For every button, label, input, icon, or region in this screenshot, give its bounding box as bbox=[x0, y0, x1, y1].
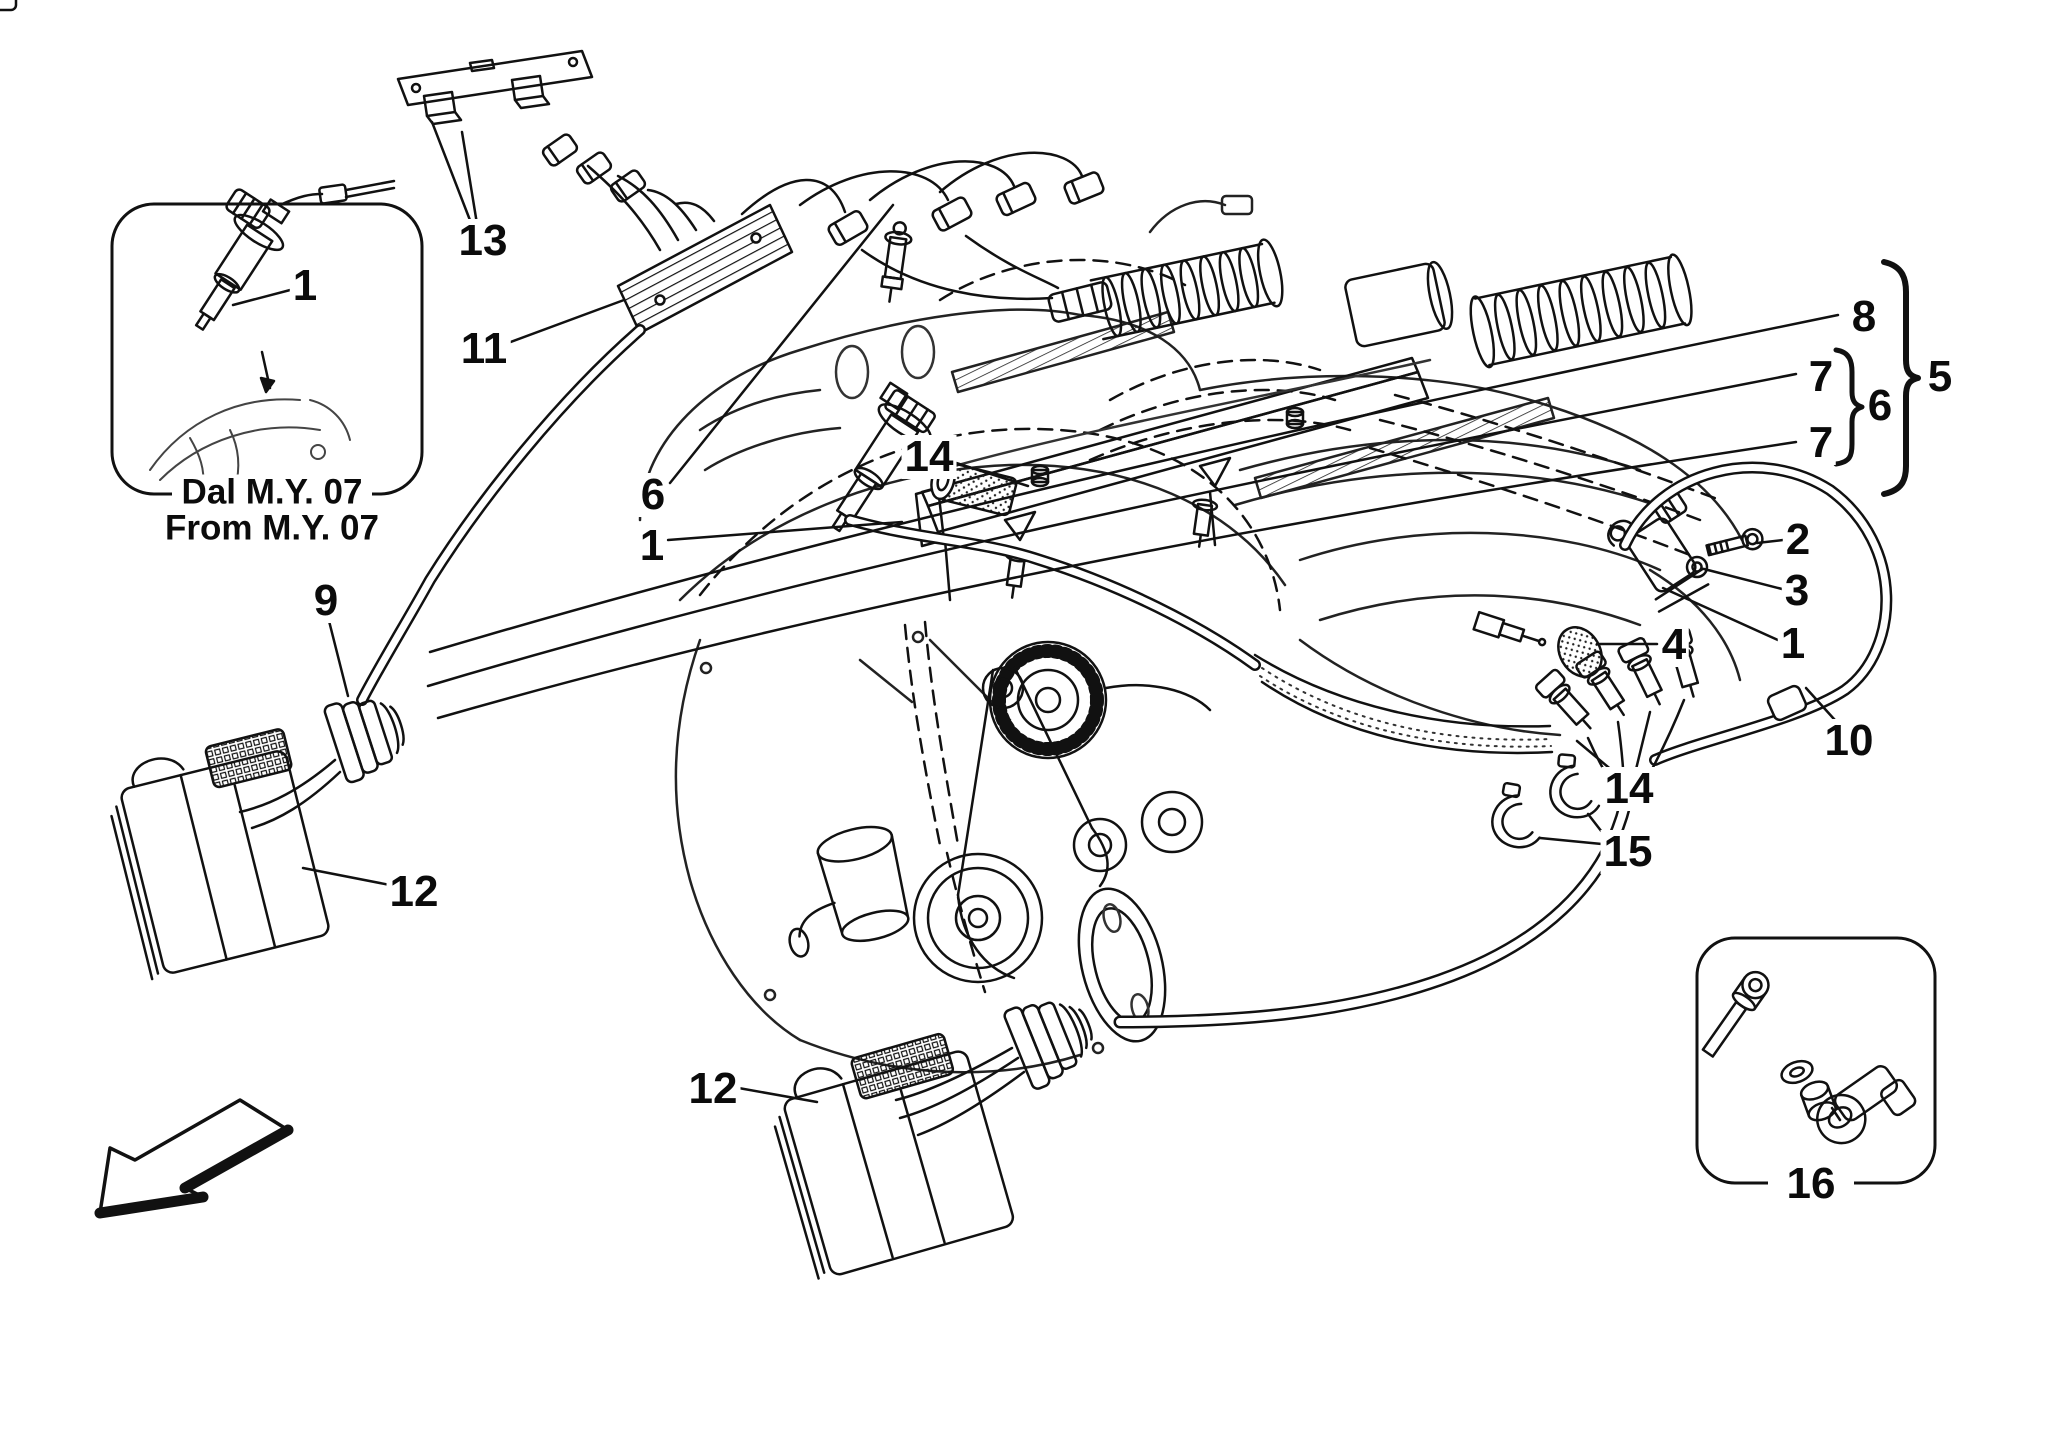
callout-10: 10 bbox=[1821, 719, 1877, 763]
stippled-sheath-band bbox=[1253, 653, 1554, 755]
callout-14-center: 14 bbox=[901, 435, 957, 479]
direction-arrow bbox=[94, 1098, 294, 1219]
ignition-wires bbox=[0, 0, 1113, 323]
wire-clip-a bbox=[1491, 781, 1541, 849]
callout-7-upper: 7 bbox=[1805, 355, 1837, 399]
spark-plug bbox=[1472, 610, 1547, 647]
grommet-left-wires bbox=[238, 758, 342, 830]
water-outlet bbox=[788, 825, 910, 958]
callout-5: 5 bbox=[1924, 355, 1956, 399]
grommet-bottom bbox=[1003, 1001, 1093, 1090]
alternator bbox=[981, 640, 1212, 760]
callout-7-lower: 7 bbox=[1805, 421, 1837, 465]
callout-15: 15 bbox=[1600, 830, 1656, 874]
hidden-harness-dashes bbox=[698, 258, 1722, 994]
callout-3: 3 bbox=[1781, 569, 1813, 613]
fuel-injector-center bbox=[880, 221, 913, 303]
callout-14-right: 14 bbox=[1601, 767, 1657, 811]
callout-1-inset: 1 bbox=[289, 264, 321, 308]
inset-caption-italian: Dal M.Y. 07 bbox=[175, 474, 369, 510]
callout-16: 16 bbox=[1783, 1162, 1839, 1206]
grommet-left bbox=[323, 699, 405, 784]
callout-9: 9 bbox=[310, 579, 342, 623]
harness-tube-left bbox=[356, 324, 646, 706]
intake-duct-right bbox=[1469, 253, 1693, 369]
throttle-body bbox=[1344, 260, 1454, 348]
ignition-module bbox=[616, 203, 794, 335]
harness-loop bbox=[1619, 461, 1893, 766]
intake-duct-left bbox=[1089, 238, 1284, 341]
grommet-bottom-wires bbox=[894, 1046, 1026, 1137]
harness-tube-right bbox=[844, 514, 1261, 671]
ignition-coil-right bbox=[1607, 488, 1710, 613]
inset-hardware-parts bbox=[1701, 970, 1917, 1145]
callout-2: 2 bbox=[1782, 518, 1814, 562]
harness-tube-bottom bbox=[1113, 798, 1632, 1029]
fuel-pipes bbox=[426, 313, 1840, 720]
ignition-coil-center bbox=[831, 381, 936, 533]
belt-and-pulleys bbox=[912, 666, 1204, 1043]
mounting-bracket bbox=[396, 49, 594, 126]
injector-bundle-right bbox=[1534, 626, 1700, 807]
wire-clip-b bbox=[1549, 753, 1601, 819]
inset-my07-coil bbox=[149, 179, 396, 489]
ecu-bottom bbox=[773, 1032, 1015, 1280]
callout-11: 11 bbox=[457, 327, 511, 371]
callout-1-left: 1 bbox=[636, 524, 668, 568]
brace-5-group bbox=[1881, 259, 1921, 497]
callout-6-right: 6 bbox=[1864, 384, 1896, 428]
engine-block-art bbox=[638, 308, 1744, 1074]
callout-6-left: 6 bbox=[637, 473, 669, 517]
callout-1-right: 1 bbox=[1777, 622, 1809, 666]
callout-4: 4 bbox=[1658, 623, 1690, 667]
callout-13: 13 bbox=[455, 219, 511, 263]
callout-12-bottom: 12 bbox=[685, 1067, 741, 1111]
brace-6-group bbox=[1833, 347, 1865, 467]
coil-bolt bbox=[1705, 527, 1764, 557]
sensor-wire-top bbox=[1148, 194, 1254, 234]
leader-lines bbox=[231, 120, 1845, 1104]
ecu-left bbox=[110, 728, 330, 981]
coil-washer bbox=[1685, 555, 1709, 579]
callout-12-left: 12 bbox=[386, 870, 442, 914]
inset-caption-english: From M.Y. 07 bbox=[159, 510, 385, 546]
callout-8: 8 bbox=[1848, 295, 1880, 339]
